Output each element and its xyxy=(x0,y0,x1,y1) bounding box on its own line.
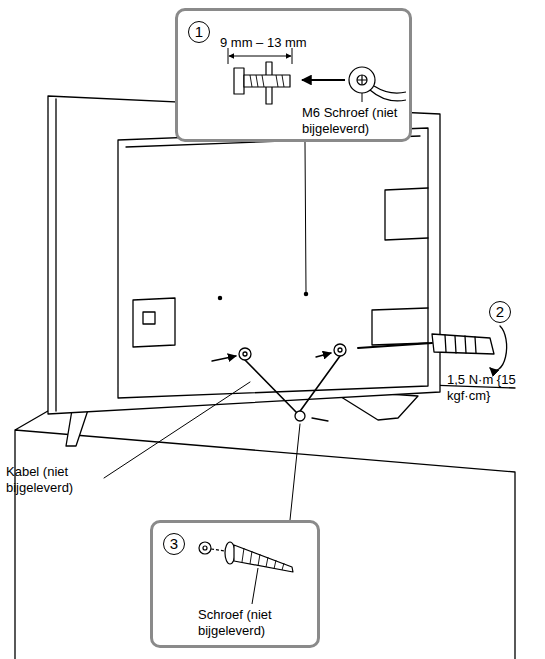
callout-box: 1 9 mm – 13 mm M6 Schroef (niet bijgelever… xyxy=(175,8,412,142)
cable-bracket xyxy=(243,352,247,356)
part-label: Schroef (niet bijgeleverd) xyxy=(198,607,298,639)
callout-number: 1 xyxy=(188,21,210,43)
cable-bracket xyxy=(334,344,346,356)
tv-panel xyxy=(48,96,440,414)
rotation-arrow xyxy=(490,326,507,370)
cable-bracket xyxy=(338,348,342,352)
callout-box: 3Schroef (niet bijgeleverd) xyxy=(150,520,320,648)
dimension-label: 9 mm – 13 mm xyxy=(220,35,330,51)
leader-line xyxy=(290,424,300,520)
leader-line xyxy=(104,382,250,478)
terminal-recess xyxy=(133,298,175,347)
torque-label: 1,5 N·m {15 kgf·cm} xyxy=(447,372,537,404)
callout-number: 3 xyxy=(163,533,185,555)
screwdriver-handle xyxy=(432,334,494,354)
screw-hole xyxy=(304,292,307,295)
cable-bracket xyxy=(239,348,251,360)
table-anchor xyxy=(295,411,305,421)
direction-arrow xyxy=(316,353,331,357)
rear-recess xyxy=(385,188,428,240)
table xyxy=(15,374,515,659)
anchor-screw xyxy=(312,418,328,421)
leader-line xyxy=(305,142,306,292)
rear-recess xyxy=(372,308,428,345)
screw-hole xyxy=(218,296,221,299)
direction-arrow xyxy=(212,356,236,361)
cable xyxy=(245,356,340,414)
part-label: M6 Schroef (niet bijgeleverd) xyxy=(302,105,410,137)
tv-panel-edge xyxy=(55,99,56,411)
screwdriver-shaft xyxy=(358,343,432,348)
screwdriver-grip xyxy=(445,335,476,353)
callout-number: 2 xyxy=(489,301,511,323)
terminal-port xyxy=(143,312,155,324)
tv-left-foot xyxy=(66,410,88,446)
tv-rear-body xyxy=(118,128,428,398)
part-label: Kabel (niet bijgeleverd) xyxy=(6,464,106,496)
